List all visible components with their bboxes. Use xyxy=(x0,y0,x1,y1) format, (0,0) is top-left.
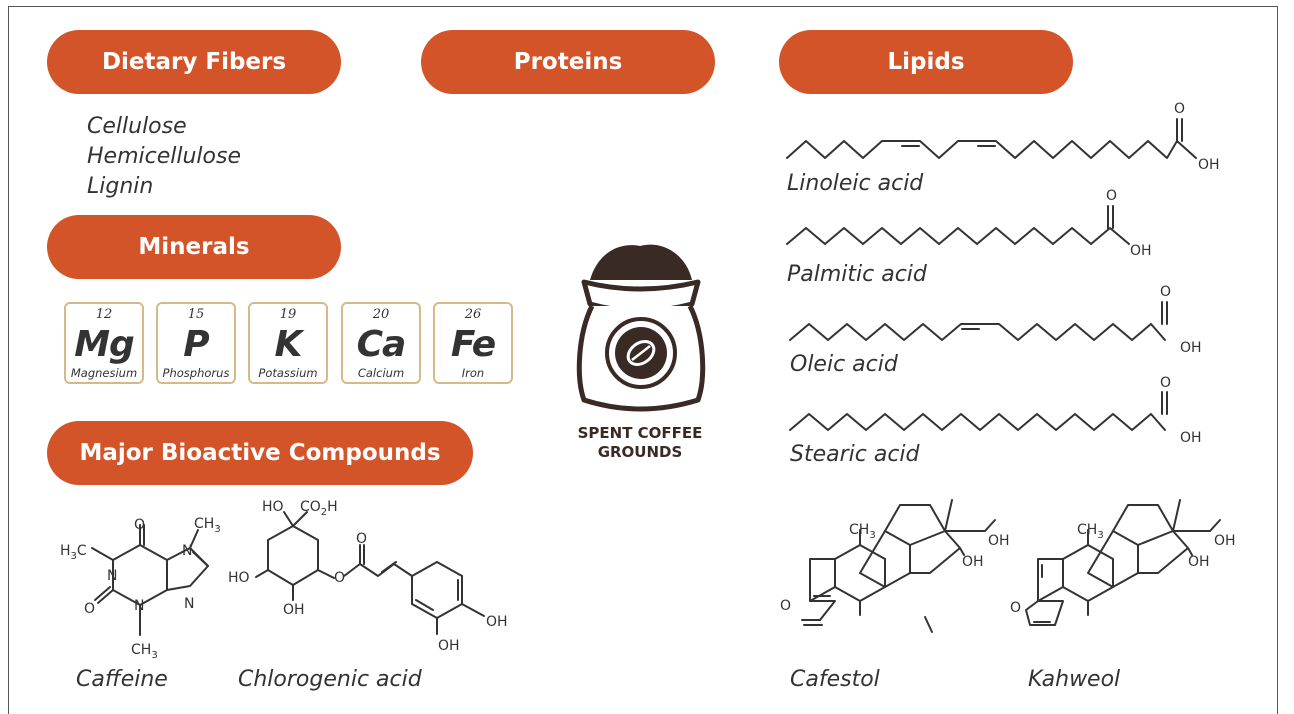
atom-o: O xyxy=(780,598,791,614)
label-caffeine: Caffeine xyxy=(76,667,168,692)
label-stearic-acid: Stearic acid xyxy=(790,442,921,467)
label-palmitic-acid: Palmitic acid xyxy=(787,262,928,287)
sack-label-ring xyxy=(605,317,677,389)
caffeine-structure xyxy=(91,524,209,636)
element-name: Magnesium xyxy=(70,366,138,380)
methyl-group: H3C xyxy=(60,543,87,562)
element-symbol: Fe xyxy=(450,324,496,365)
atom-n: N xyxy=(107,568,117,584)
atom-oh: OH xyxy=(283,602,305,618)
atom-ho: HO xyxy=(228,570,250,586)
label-oleic-acid: Oleic acid xyxy=(790,352,899,377)
atom-oh: OH xyxy=(1214,533,1236,549)
atom-oh: OH xyxy=(1180,430,1202,446)
category-minerals: Minerals xyxy=(47,215,341,279)
atom-o: O xyxy=(1106,188,1117,204)
methyl-group: CH3 xyxy=(849,522,876,541)
element-tile-fe: 26 Fe Iron xyxy=(433,302,513,384)
atom-o: O xyxy=(134,517,145,533)
coffee-mound xyxy=(590,244,692,280)
methyl-group: CH3 xyxy=(194,516,221,535)
atom-oh: OH xyxy=(1188,554,1210,570)
atom-oh: OH xyxy=(438,638,460,654)
palmitic-acid-structure xyxy=(786,205,1130,245)
atom-oh: OH xyxy=(1198,157,1220,173)
element-symbol: K xyxy=(274,324,303,365)
element-symbol: Mg xyxy=(74,324,135,365)
atom-o: O xyxy=(1174,101,1185,117)
fibers-list: Cellulose Hemicellulose Lignin xyxy=(87,112,241,202)
category-proteins: Proteins xyxy=(421,30,715,94)
atom-o: O xyxy=(1010,600,1021,616)
atom-n: N xyxy=(182,543,192,559)
atom-oh: OH xyxy=(486,614,508,630)
element-tile-ca: 20 Ca Calcium xyxy=(341,302,421,384)
center-title: SPENT COFFEE GROUNDS xyxy=(577,424,703,461)
atom-o: O xyxy=(1160,284,1171,300)
label-linoleic-acid: Linoleic acid xyxy=(787,171,924,196)
label-cafestol: Cafestol xyxy=(790,667,880,692)
methyl-group: CH3 xyxy=(1077,522,1104,541)
stearic-acid-structure xyxy=(789,391,1168,431)
atom-ho: HO xyxy=(262,499,284,515)
chlorogenic-acid-structure xyxy=(255,511,485,635)
element-name: Phosphorus xyxy=(162,366,230,380)
atom-n: N xyxy=(184,596,194,612)
kahweol-structure xyxy=(1025,499,1221,626)
cafestol-structure xyxy=(801,499,996,633)
atomic-number: 19 xyxy=(279,307,297,322)
atom-oh: OH xyxy=(988,533,1010,549)
element-symbol: P xyxy=(183,324,209,365)
label-chlorogenic-acid: Chlorogenic acid xyxy=(238,667,423,692)
category-bioactive-compounds: Major Bioactive Compounds xyxy=(47,421,473,485)
atom-n: N xyxy=(134,598,144,614)
atomic-number: 20 xyxy=(372,307,390,322)
category-dietary-fibers: Dietary Fibers xyxy=(47,30,341,94)
atom-o: O xyxy=(356,531,367,547)
label-kahweol: Kahweol xyxy=(1028,667,1120,692)
element-tile-p: 15 P Phosphorus xyxy=(156,302,236,384)
fiber-item: Hemicellulose xyxy=(87,144,241,169)
atom-o: O xyxy=(84,601,95,617)
atom-oh: OH xyxy=(1180,340,1202,356)
carboxyl-group: CO2H xyxy=(300,499,338,518)
element-symbol: Ca xyxy=(356,324,407,365)
atom-o: O xyxy=(1160,375,1171,391)
fiber-item: Cellulose xyxy=(87,114,187,139)
coffee-bean-icon xyxy=(626,340,656,366)
atom-oh: OH xyxy=(1130,243,1152,259)
atom-o: O xyxy=(334,570,345,586)
figure-frame xyxy=(8,6,1278,714)
oleic-acid-structure xyxy=(789,301,1168,341)
atom-oh: OH xyxy=(962,554,984,570)
element-name: Calcium xyxy=(357,366,405,380)
atomic-number: 12 xyxy=(95,307,113,322)
atomic-number: 15 xyxy=(187,307,205,322)
atomic-number: 26 xyxy=(464,307,482,322)
element-tile-k: 19 K Potassium xyxy=(248,302,328,384)
element-tile-mg: 12 Mg Magnesium xyxy=(64,302,144,384)
element-name: Potassium xyxy=(258,366,318,380)
element-name: Iron xyxy=(461,366,485,380)
linoleic-acid-structure xyxy=(786,118,1197,159)
methyl-group: CH3 xyxy=(131,642,158,661)
fiber-item: Lignin xyxy=(87,174,154,199)
category-lipids: Lipids xyxy=(779,30,1073,94)
coffee-sack-icon xyxy=(576,244,706,412)
